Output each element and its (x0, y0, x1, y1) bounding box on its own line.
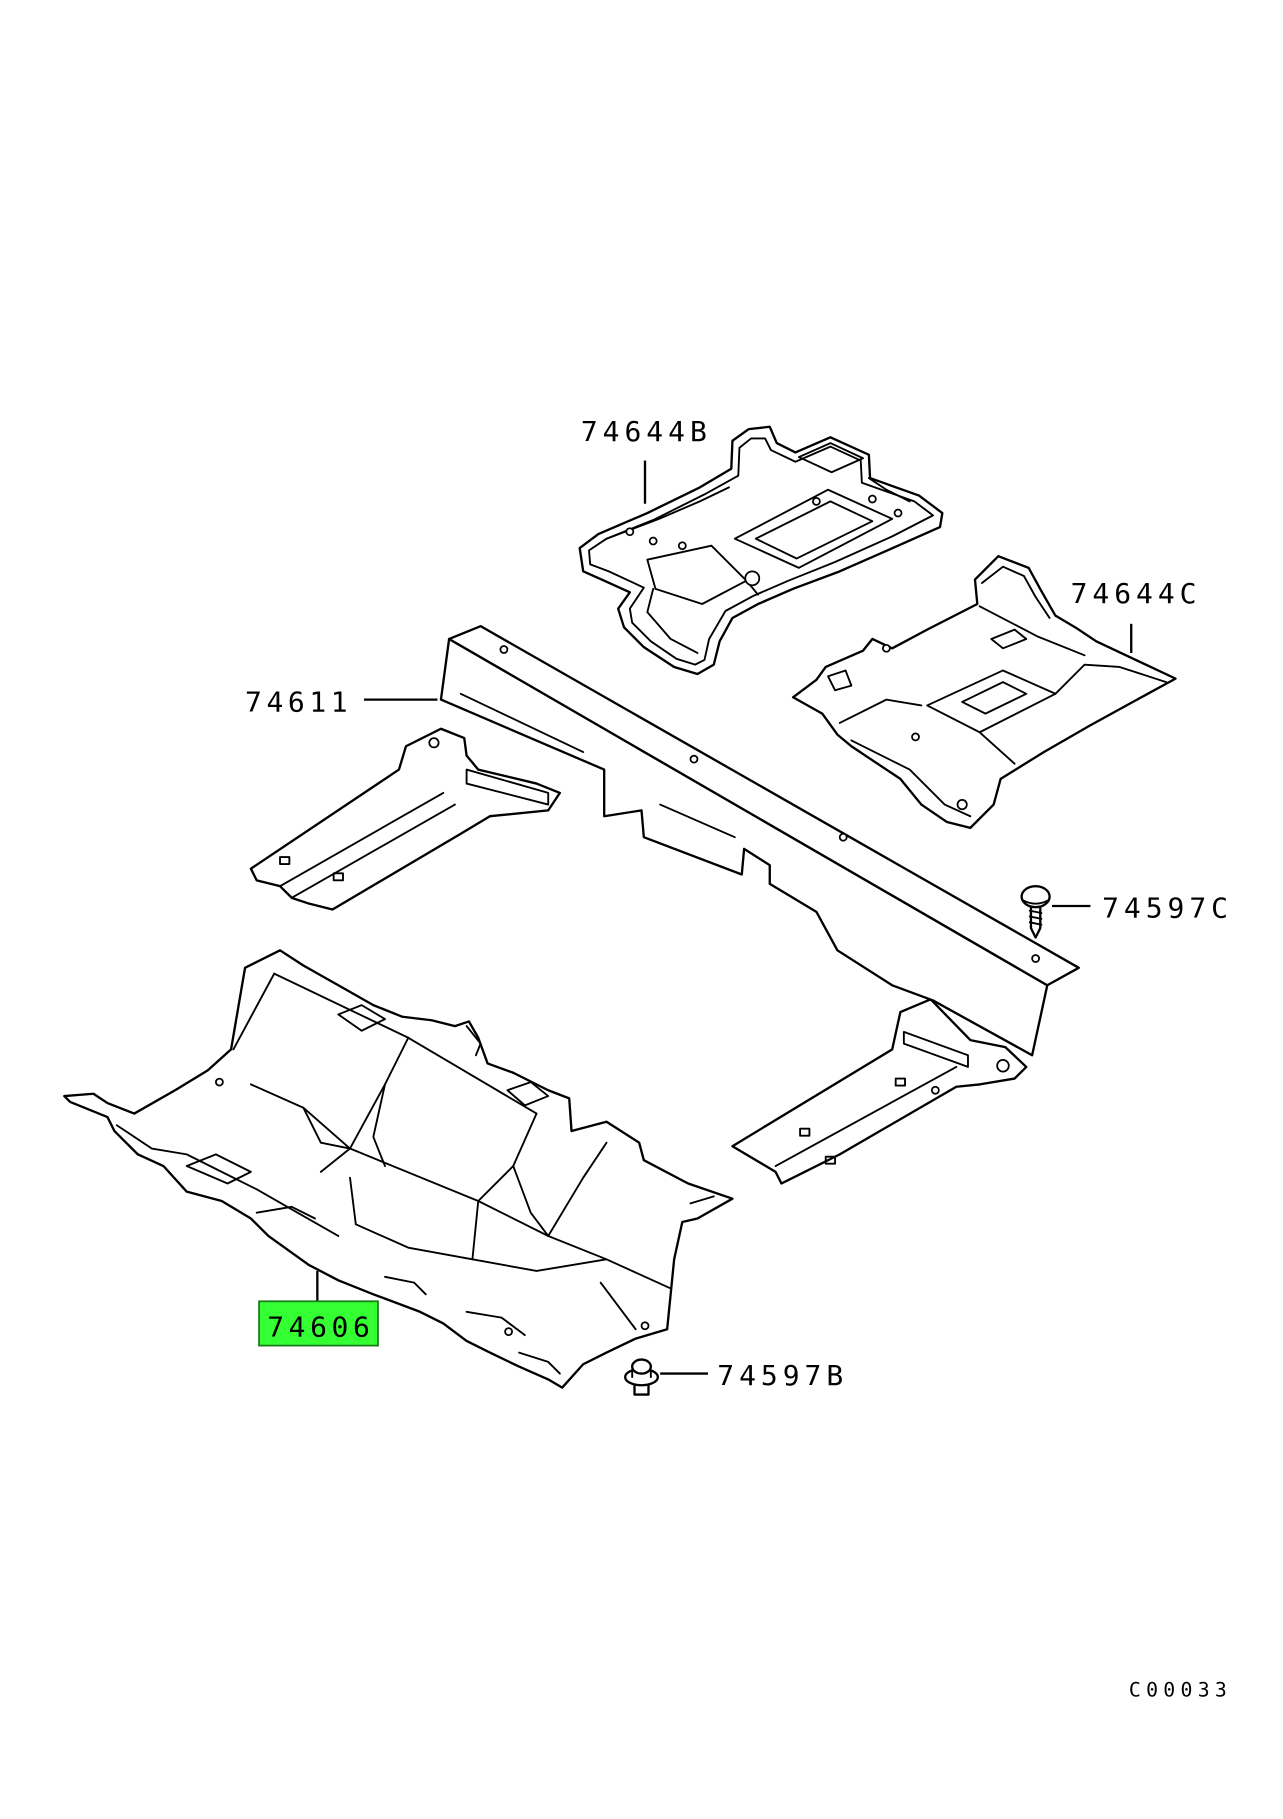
callout-label: 74644C (1071, 577, 1197, 610)
screw-74597c-drawing (1020, 885, 1051, 939)
part-74606-drawing (63, 949, 734, 1389)
figure-code: C00033 (1129, 1679, 1227, 1702)
part-74611-drawing (249, 624, 1080, 1185)
callout-label: 74611 (245, 685, 348, 718)
clip-74597b-drawing (624, 1358, 659, 1396)
highlight-box (258, 1300, 379, 1347)
callout-label: 74597C (1102, 892, 1228, 925)
callout-74611[interactable]: 74611 (245, 685, 348, 718)
callout-74597c[interactable]: 74597C (1102, 892, 1228, 925)
part-74644c-drawing (791, 555, 1177, 830)
part-74644b-drawing (578, 425, 944, 676)
callout-74644b[interactable]: 74644B (581, 415, 707, 448)
callout-74597b[interactable]: 74597B (717, 1359, 843, 1392)
callout-label: 74644B (581, 415, 707, 448)
callout-74644c[interactable]: 74644C (1071, 577, 1197, 610)
callout-label: 74597B (717, 1359, 843, 1392)
callout-74606-highlighted[interactable]: 74606 (258, 1300, 379, 1347)
callout-label: 74606 (267, 1310, 370, 1343)
